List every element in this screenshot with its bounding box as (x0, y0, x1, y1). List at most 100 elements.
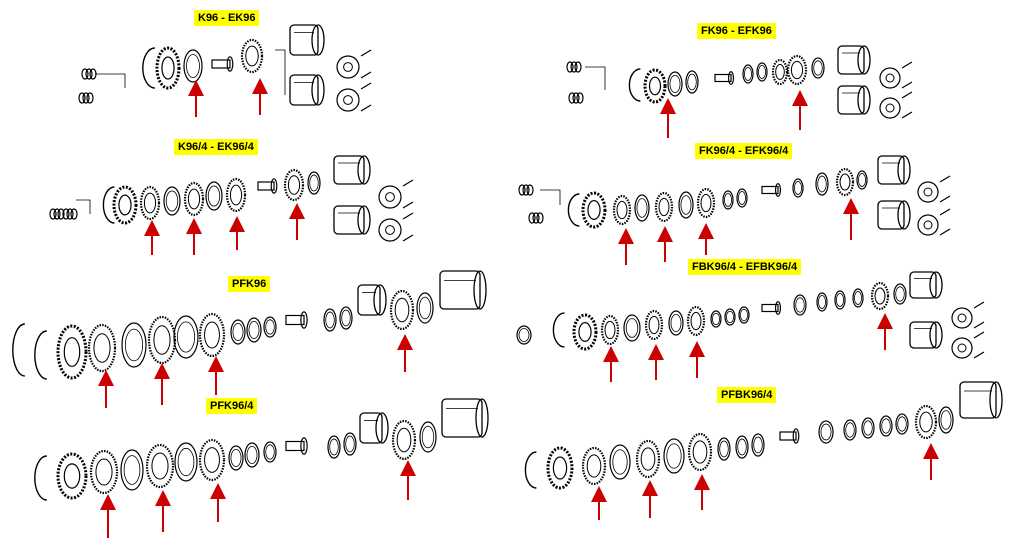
ring-part (246, 317, 262, 343)
ring-part (893, 283, 907, 305)
ring-part (717, 437, 731, 461)
drum-housing (333, 205, 365, 235)
friction-disc-bore (700, 193, 712, 213)
bolt (360, 49, 372, 57)
ring-part-inner-edge (124, 328, 144, 362)
friction-disc-bore (839, 173, 851, 191)
ring-part (121, 322, 147, 368)
ring-part (609, 444, 631, 480)
snap-ring (567, 193, 580, 227)
hub-shaft (211, 59, 231, 69)
ring-part-inner-edge (325, 311, 335, 329)
spring-coil (572, 92, 580, 104)
friction-disc-bore (204, 447, 220, 473)
friction-disc-bore (616, 200, 628, 220)
ring-part-inner-edge (854, 291, 863, 305)
hub-flange (727, 71, 735, 85)
diagram-k96-4 (49, 155, 414, 255)
ring-part-inner-edge (818, 295, 827, 309)
bolt (973, 331, 985, 339)
ring-part (327, 435, 341, 459)
ring-part (120, 449, 144, 491)
ring-part (724, 308, 736, 326)
ring-part (861, 417, 875, 439)
hub-shaft (761, 185, 779, 195)
bolt (360, 71, 372, 79)
ring-part (623, 314, 641, 342)
ring-part-inner-edge (758, 65, 767, 79)
friction-disc-bore (153, 325, 171, 355)
ring-part-inner-edge (666, 443, 682, 469)
ring-part-inner-edge (246, 445, 258, 465)
ring-part-inner-edge (186, 54, 200, 78)
ring-part-inner-edge (858, 173, 867, 187)
ring-part-inner-edge (176, 321, 196, 353)
bolt (973, 301, 985, 309)
ring-part (263, 316, 277, 338)
ring-part (815, 172, 829, 196)
ring-part (173, 315, 199, 359)
flange-plate-bore (923, 220, 933, 230)
ring-part-inner-edge (726, 310, 735, 324)
snap-ring (628, 68, 641, 102)
ring-part-inner-edge (418, 296, 432, 320)
gear-hub (56, 452, 88, 500)
diagram-fk96 (566, 45, 913, 138)
friction-disc-bore (229, 184, 243, 206)
drum-housing-rim (929, 271, 943, 299)
friction-disc (687, 432, 713, 472)
friction-disc-bore (245, 45, 259, 67)
drum-housing-rim (857, 85, 871, 115)
flange-plate-bore (385, 192, 395, 202)
drum-housing-rim (373, 284, 387, 316)
diagram-fbk96-4 (516, 271, 985, 382)
ring-part (685, 70, 699, 94)
friction-disc-bore (95, 458, 113, 486)
ring-part (663, 438, 685, 474)
bolt (901, 81, 913, 89)
friction-disc (914, 404, 938, 440)
ring-part (307, 171, 321, 195)
drum-housing-rim (475, 398, 489, 438)
friction-disc (686, 305, 706, 337)
bolt (402, 201, 414, 209)
flange-plate-bore (385, 225, 395, 235)
bolt (939, 195, 951, 203)
friction-disc-bore (790, 60, 804, 80)
diagram-pfk96-4 (34, 398, 489, 538)
friction-disc (240, 38, 264, 74)
ring-part-inner-edge (744, 67, 753, 81)
friction-disc-bore (874, 287, 886, 305)
bolt (901, 61, 913, 69)
gear-hub (643, 68, 667, 104)
snap-ring (34, 330, 47, 380)
flange-plate-bore (343, 62, 353, 72)
ring-part (792, 178, 804, 198)
ring-part-inner-edge (940, 410, 952, 430)
drum-housing-rim (897, 155, 911, 185)
ring-part (668, 310, 684, 336)
diagram-label-fk96: FK96 - EFK96 (697, 23, 776, 39)
flange-plate (336, 88, 360, 112)
ring-part-inner-edge (820, 423, 832, 441)
friction-disc (786, 54, 808, 86)
flange-plate (378, 218, 402, 242)
ring-part-inner-edge (165, 190, 179, 212)
friction-disc (600, 314, 620, 346)
gear-hub-bore (63, 463, 81, 489)
flange-plate (917, 181, 939, 203)
friction-disc-bore (204, 321, 220, 349)
spring-coil (568, 92, 576, 104)
spring-coil (70, 208, 78, 220)
ring-part (751, 433, 765, 457)
ring-part-inner-edge (813, 60, 823, 76)
ring-part (343, 432, 357, 456)
friction-disc (283, 168, 305, 202)
ring-part-inner-edge (177, 447, 195, 477)
hub-shaft (761, 303, 779, 313)
flange-plate (951, 307, 973, 329)
ring-part-inner-edge (863, 420, 873, 436)
leader-line (95, 73, 126, 88)
snap-ring (552, 312, 565, 348)
ring-part-inner-edge (737, 438, 747, 456)
